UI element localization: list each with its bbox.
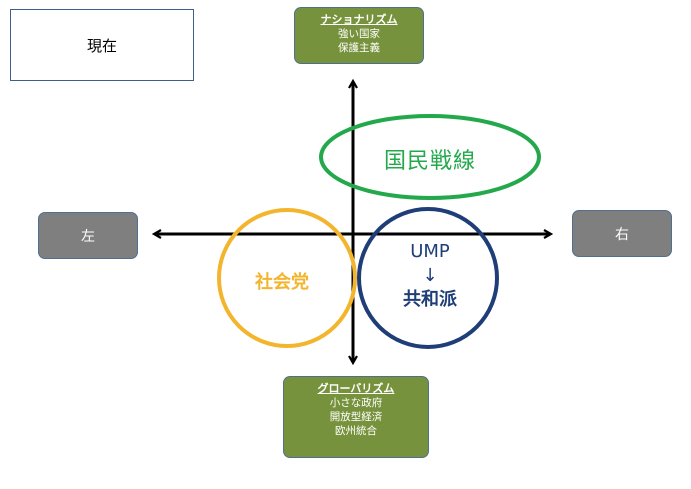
ump-circle <box>357 207 499 349</box>
globalism-line-2: 開放型経済 <box>329 411 383 423</box>
republicans-label: 共和派 <box>403 289 457 310</box>
globalism-box: グローバリズム 小さな政府 開放型経済 欧州統合 <box>283 376 429 458</box>
socialist-circle <box>217 208 357 348</box>
current-label-box: 現在 <box>10 9 194 81</box>
nationalism-heading: ナショナリズム <box>320 13 398 26</box>
ump-label-group: UMP ↓ 共和派 <box>370 240 490 312</box>
globalism-line-1: 小さな政府 <box>329 397 383 409</box>
socialist-label: 社会党 <box>255 272 309 293</box>
right-box: 右 <box>572 210 672 257</box>
nationalism-line-1: 強い国家 <box>338 28 380 40</box>
front-national-ellipse <box>319 114 541 200</box>
globalism-heading: グローバリズム <box>317 382 395 395</box>
nationalism-box: ナショナリズム 強い国家 保護主義 <box>294 7 424 64</box>
nationalism-line-2: 保護主義 <box>338 42 380 54</box>
ump-arrow: ↓ <box>422 265 438 286</box>
globalism-line-3: 欧州統合 <box>335 425 377 437</box>
front-national-label: 国民戦線 <box>383 149 476 174</box>
left-box: 左 <box>38 212 138 259</box>
ump-label: UMP <box>410 241 450 262</box>
